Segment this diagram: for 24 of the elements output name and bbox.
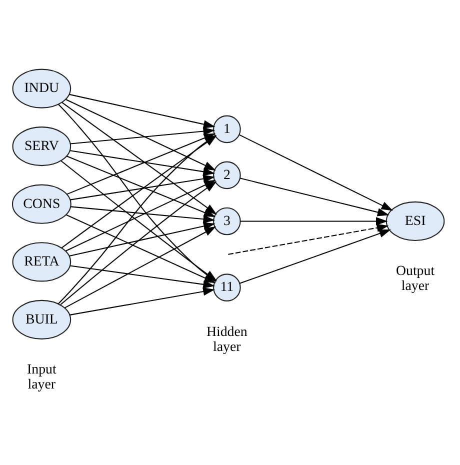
arrow — [240, 177, 390, 216]
node-circle: 1 — [213, 114, 241, 143]
node-circle: 2 — [213, 160, 241, 189]
arrow — [69, 93, 216, 128]
label: Hidden layer — [206, 324, 248, 355]
arrow — [228, 216, 391, 254]
node-circle: 3 — [213, 206, 241, 235]
node-ellipse: CONS — [12, 184, 72, 224]
node-ellipse: INDU — [12, 68, 72, 108]
node-ellipse: BUIL — [12, 299, 72, 339]
arrow — [70, 206, 216, 223]
arrow — [239, 223, 391, 284]
label: Input layer — [26, 362, 56, 392]
arrow — [70, 150, 215, 176]
arrow — [69, 222, 216, 256]
arrow — [239, 134, 394, 210]
node-circle: 11 — [213, 273, 241, 301]
arrow — [240, 216, 389, 232]
node-ellipse: SERV — [12, 126, 72, 166]
arrow — [70, 264, 215, 288]
node-ellipse: RETA — [12, 242, 72, 282]
arrow — [70, 286, 215, 315]
node-ellipse: ESI — [386, 200, 445, 241]
label: Output layer — [396, 264, 435, 294]
